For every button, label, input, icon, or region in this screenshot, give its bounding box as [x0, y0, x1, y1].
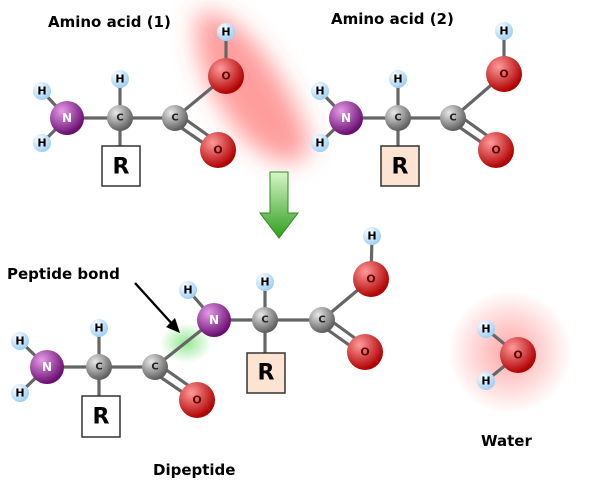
svg-text:C: C	[394, 113, 401, 124]
svg-text:C: C	[95, 362, 102, 373]
nitrogen-atom: N	[30, 350, 64, 384]
hydrogen-atom: H	[477, 372, 495, 390]
nitrogen-atom: N	[197, 303, 231, 337]
label-peptide-bond: Peptide bond	[7, 265, 120, 283]
svg-text:O: O	[366, 273, 375, 286]
svg-text:H: H	[221, 26, 230, 39]
carbon-atom: C	[162, 105, 188, 131]
nitrogen-atom: N	[50, 101, 84, 135]
oxygen-atom: O	[353, 261, 389, 297]
svg-text:H: H	[367, 230, 376, 243]
carbon-atom: C	[440, 105, 466, 131]
svg-text:H: H	[37, 85, 46, 98]
hydrogen-atom: H	[363, 227, 381, 245]
svg-text:H: H	[499, 25, 508, 38]
svg-text:H: H	[37, 137, 46, 150]
label-amino-acid-2: Amino acid (2)	[331, 10, 454, 28]
svg-text:C: C	[261, 315, 268, 326]
svg-text:H: H	[481, 375, 490, 388]
svg-text:O: O	[221, 70, 230, 83]
condensation-highlight	[196, 11, 309, 162]
svg-text:H: H	[94, 322, 103, 335]
svg-text:C: C	[318, 315, 325, 326]
svg-text:C: C	[449, 113, 456, 124]
svg-text:C: C	[171, 113, 178, 124]
oxygen-atom: O	[500, 337, 536, 373]
svg-text:H: H	[15, 387, 24, 400]
svg-text:O: O	[213, 144, 222, 157]
hydrogen-atom: H	[311, 134, 329, 152]
svg-text:N: N	[42, 360, 52, 374]
hydrogen-atom: H	[11, 332, 29, 350]
svg-text:H: H	[393, 73, 402, 86]
r-group-label: R	[113, 155, 130, 180]
r-group-label: R	[258, 361, 275, 386]
hydrogen-atom: H	[495, 22, 513, 40]
hydrogen-atom: H	[33, 82, 51, 100]
r-group-label: R	[93, 405, 110, 430]
carbon-atom: C	[86, 354, 112, 380]
svg-text:H: H	[15, 335, 24, 348]
svg-text:H: H	[115, 73, 124, 86]
svg-text:H: H	[260, 276, 269, 289]
svg-text:H: H	[315, 85, 324, 98]
svg-text:O: O	[513, 349, 522, 362]
svg-text:O: O	[499, 68, 508, 81]
hydrogen-atom: H	[33, 134, 51, 152]
svg-text:O: O	[491, 144, 500, 157]
svg-text:N: N	[209, 313, 219, 327]
hydrogen-atom: H	[311, 82, 329, 100]
hydrogen-atom: H	[477, 320, 495, 338]
svg-text:O: O	[192, 394, 201, 407]
svg-text:N: N	[62, 111, 72, 125]
oxygen-atom: O	[208, 58, 244, 94]
svg-text:O: O	[360, 346, 369, 359]
label-amino-acid-1: Amino acid (1)	[48, 13, 171, 31]
amino-acid-1: R H H N H C C O H O	[33, 23, 244, 187]
svg-text:C: C	[151, 362, 158, 373]
svg-text:H: H	[315, 137, 324, 150]
label-water: Water	[481, 432, 532, 450]
r-group-label: R	[392, 155, 409, 180]
hydrogen-atom: H	[111, 70, 129, 88]
r-group-box	[246, 352, 286, 394]
carbon-atom: C	[142, 354, 168, 380]
hydrogen-atom: H	[90, 319, 108, 337]
dipeptide: R R H H N H C C O H N H C C O H O	[11, 227, 389, 438]
hydrogen-atom: H	[389, 70, 407, 88]
carbon-atom: C	[385, 105, 411, 131]
reaction-arrow	[258, 171, 300, 239]
oxygen-atom: O	[478, 132, 514, 168]
svg-text:H: H	[481, 323, 490, 336]
carbon-atom: C	[252, 307, 278, 333]
nitrogen-atom: N	[329, 101, 363, 135]
r-group-box	[380, 145, 420, 187]
svg-text:C: C	[116, 113, 123, 124]
hydrogen-atom: H	[11, 384, 29, 402]
hydrogen-atom: H	[217, 23, 235, 41]
carbon-atom: C	[309, 307, 335, 333]
oxygen-atom: O	[200, 132, 236, 168]
svg-text:H: H	[183, 284, 192, 297]
hydrogen-atom: H	[179, 281, 197, 299]
carbon-atom: C	[107, 105, 133, 131]
oxygen-atom: O	[347, 334, 383, 370]
hydrogen-atom: H	[256, 273, 274, 291]
oxygen-atom: O	[486, 56, 522, 92]
water-molecule: H H O	[477, 320, 536, 390]
r-group-box	[81, 395, 121, 438]
peptide-bond-pointer	[134, 282, 180, 333]
r-group-box	[101, 145, 141, 187]
oxygen-atom: O	[179, 382, 215, 418]
amino-acid-2: R H H N H C C O H O	[311, 22, 522, 187]
label-dipeptide: Dipeptide	[153, 461, 235, 479]
svg-text:N: N	[341, 111, 351, 125]
